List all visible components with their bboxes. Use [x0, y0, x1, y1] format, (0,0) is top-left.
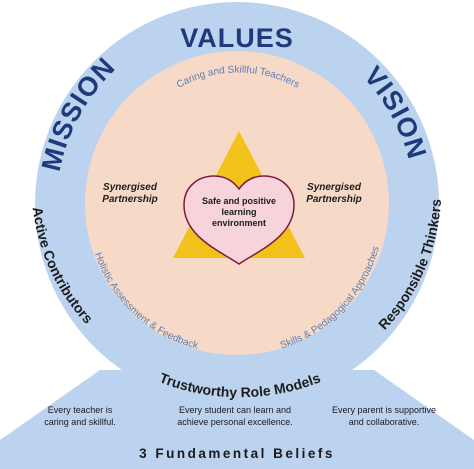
- left-partnership-label-1: Synergised: [103, 182, 158, 193]
- footer-title: 3 Fundamental Beliefs: [139, 446, 335, 461]
- belief-student-line1: Every student can learn and: [178, 405, 292, 415]
- belief-teacher: Every teacher is caring and skillful.: [10, 404, 150, 428]
- heart-text-2: learning: [221, 207, 256, 217]
- belief-teacher-line1: Every teacher is: [47, 405, 113, 415]
- heart-shape: [183, 175, 295, 265]
- left-partnership-label-2: Partnership: [102, 194, 158, 205]
- belief-teacher-line2: caring and skillful.: [44, 417, 116, 427]
- right-partnership-label-1: Synergised: [307, 182, 362, 193]
- belief-parent: Every parent is supportive and collabora…: [314, 404, 454, 428]
- heart-text-1: Safe and positive: [202, 196, 276, 206]
- heart-text-3: environment: [212, 218, 266, 228]
- belief-parent-line1: Every parent is supportive: [331, 405, 437, 415]
- belief-student-line2: achieve personal excellence.: [177, 417, 293, 427]
- values-label: VALUES: [180, 23, 294, 53]
- right-partnership-label-2: Partnership: [306, 194, 362, 205]
- belief-student: Every student can learn and achieve pers…: [165, 404, 305, 428]
- beliefs-base: [0, 370, 474, 469]
- belief-parent-line2: and collaborative.: [348, 417, 420, 427]
